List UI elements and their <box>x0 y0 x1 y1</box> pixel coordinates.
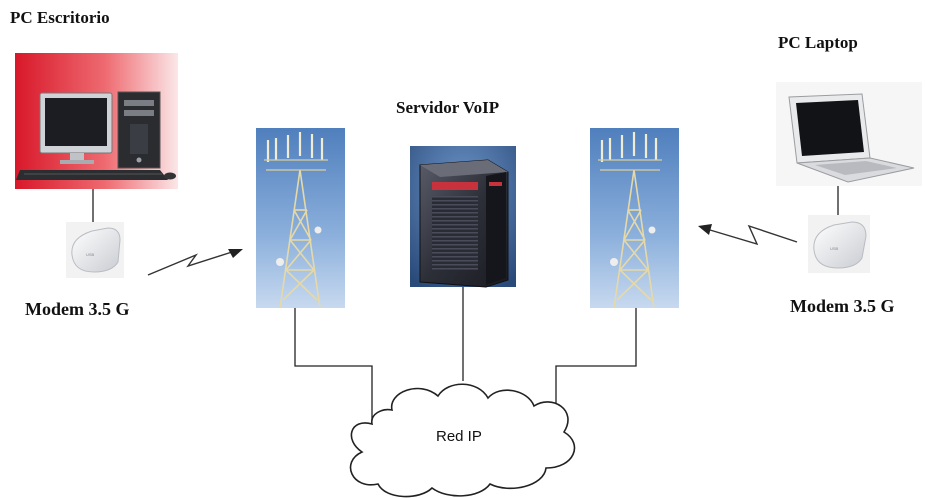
modem-left-brand: USB <box>86 252 95 257</box>
ip-network-label: Red IP <box>436 428 482 445</box>
wireless-link-left-icon <box>147 249 243 276</box>
modem-right-label: Modem 3.5 G <box>790 296 895 316</box>
usb-modem-right-icon: USB <box>808 215 870 273</box>
voip-server-icon <box>410 146 516 288</box>
ip-network-cloud-icon <box>349 383 576 498</box>
cell-tower-left-icon <box>256 128 345 309</box>
usb-modem-left-icon: USB <box>66 222 124 278</box>
laptop-icon <box>776 82 922 186</box>
wireless-link-right-icon <box>698 224 798 246</box>
desktop-pc-icon <box>15 53 178 189</box>
voip-server-label: Servidor VoIP <box>396 98 500 117</box>
connection-lines <box>92 186 839 420</box>
cell-tower-right-icon <box>590 128 679 309</box>
modem-right-brand: USB <box>830 246 839 251</box>
modem-left-label: Modem 3.5 G <box>25 299 130 319</box>
pc-desktop-label: PC Escritorio <box>10 8 110 27</box>
pc-laptop-label: PC Laptop <box>778 33 858 52</box>
